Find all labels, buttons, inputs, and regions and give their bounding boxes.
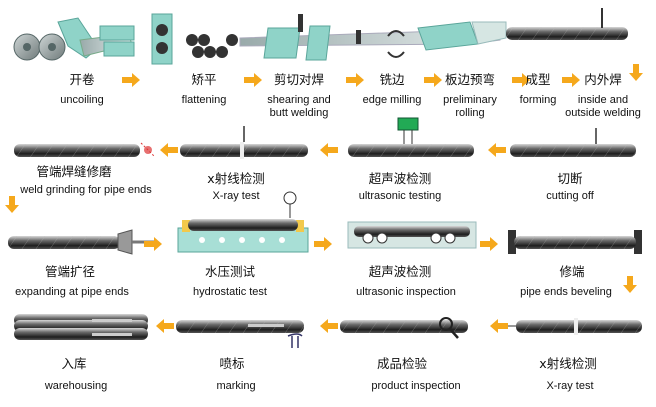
arrow-right-icon bbox=[424, 73, 442, 87]
step-label-en: warehousing bbox=[44, 380, 107, 392]
step-label-zh: 修端 bbox=[559, 264, 584, 279]
weld-grinding-illustration bbox=[14, 142, 156, 158]
arrow-right-icon bbox=[346, 73, 364, 87]
step-label-en: edge milling bbox=[363, 94, 422, 106]
step-label-zh: 水压测试 bbox=[205, 264, 256, 279]
step-label-en: marking bbox=[216, 380, 255, 392]
step-label-zh: 内外焊 bbox=[584, 72, 622, 87]
arrow-down-icon bbox=[629, 64, 643, 81]
step-label-zh: 喷标 bbox=[219, 356, 244, 371]
hydrostatic-test-illustration bbox=[177, 191, 309, 253]
expanding-illustration bbox=[8, 229, 158, 255]
step-label-en: shearing and bbox=[267, 94, 331, 106]
step-label-en: uncoiling bbox=[60, 94, 103, 106]
step-label-zh: x射线检测 bbox=[207, 171, 264, 186]
step-label-zh: x射线检测 bbox=[539, 356, 596, 371]
step-label-en: expanding at pipe ends bbox=[15, 286, 129, 298]
step-label-zh: 剪切对焊 bbox=[274, 72, 324, 87]
forming-pipe-illustration bbox=[506, 8, 628, 40]
step-labels: 开卷 uncoiling 矫平 flattening 剪切对焊 shearing… bbox=[15, 72, 641, 392]
step-label-en: ultrasonic testing bbox=[359, 190, 442, 202]
step-label-en: outside welding bbox=[565, 107, 641, 119]
arrow-right-icon bbox=[512, 73, 530, 87]
flow-arrows bbox=[5, 64, 643, 333]
arrow-right-icon bbox=[562, 73, 580, 87]
step-label-en: product inspection bbox=[371, 380, 460, 392]
step-label-en: pipe ends beveling bbox=[520, 286, 612, 298]
product-inspection-illustration bbox=[340, 317, 468, 339]
step-label-zh: 管端扩径 bbox=[45, 264, 95, 279]
step-label-zh: 开卷 bbox=[69, 72, 95, 87]
step-label-en: X-ray test bbox=[546, 380, 593, 392]
step-label-zh: 超声波检测 bbox=[369, 171, 432, 186]
step-label-zh: 管端焊缝修磨 bbox=[36, 164, 112, 179]
arrow-left-icon bbox=[320, 143, 338, 157]
step-label-en: X-ray test bbox=[212, 190, 259, 202]
arrow-right-icon bbox=[480, 237, 498, 251]
arrow-left-icon bbox=[320, 319, 338, 333]
step-label-zh: 铣边 bbox=[379, 72, 405, 87]
ultrasonic-inspection-illustration bbox=[347, 221, 477, 249]
xray-test-illustration-1 bbox=[180, 126, 308, 159]
warehousing-illustration bbox=[14, 314, 148, 340]
uncoiling-illustration bbox=[13, 17, 135, 61]
step-label-en: butt welding bbox=[270, 107, 329, 119]
xray-test-illustration-2 bbox=[504, 318, 642, 335]
step-label-zh: 成型 bbox=[525, 72, 550, 87]
step-label-en: inside and bbox=[578, 94, 628, 106]
arrow-left-icon bbox=[490, 319, 508, 333]
step-label-en: flattening bbox=[182, 94, 227, 106]
step-label-en: rolling bbox=[455, 107, 484, 119]
arrow-right-icon bbox=[144, 237, 162, 251]
pipe-ends-beveling-illustration bbox=[508, 230, 642, 254]
step-label-en: cutting off bbox=[546, 190, 594, 202]
step-label-en: ultrasonic inspection bbox=[356, 286, 456, 298]
cutting-off-illustration bbox=[510, 128, 636, 157]
marking-illustration bbox=[176, 320, 304, 348]
step-label-zh: 切断 bbox=[557, 171, 582, 186]
step-label-en: hydrostatic test bbox=[193, 286, 267, 298]
arrow-left-icon bbox=[156, 319, 174, 333]
arrow-down-icon bbox=[5, 196, 19, 213]
step-label-en: weld grinding for pipe ends bbox=[19, 184, 152, 196]
arrow-down-icon bbox=[623, 276, 637, 293]
arrow-right-icon bbox=[244, 73, 262, 87]
step-label-zh: 板边预弯 bbox=[445, 72, 495, 87]
step-label-zh: 矫平 bbox=[191, 72, 216, 87]
step-label-en: preliminary bbox=[443, 94, 497, 106]
strip-line-illustration bbox=[239, 14, 507, 61]
arrow-right-icon bbox=[314, 237, 332, 251]
arrow-left-icon bbox=[488, 143, 506, 157]
arrow-right-icon bbox=[122, 73, 140, 87]
ultrasonic-testing-illustration bbox=[348, 117, 474, 157]
flattening-illustration bbox=[151, 13, 238, 65]
arrow-left-icon bbox=[160, 143, 178, 157]
step-label-zh: 成品检验 bbox=[377, 356, 428, 371]
step-label-en: forming bbox=[520, 94, 557, 106]
step-label-zh: 超声波检测 bbox=[369, 264, 432, 279]
step-label-zh: 入库 bbox=[61, 356, 86, 371]
